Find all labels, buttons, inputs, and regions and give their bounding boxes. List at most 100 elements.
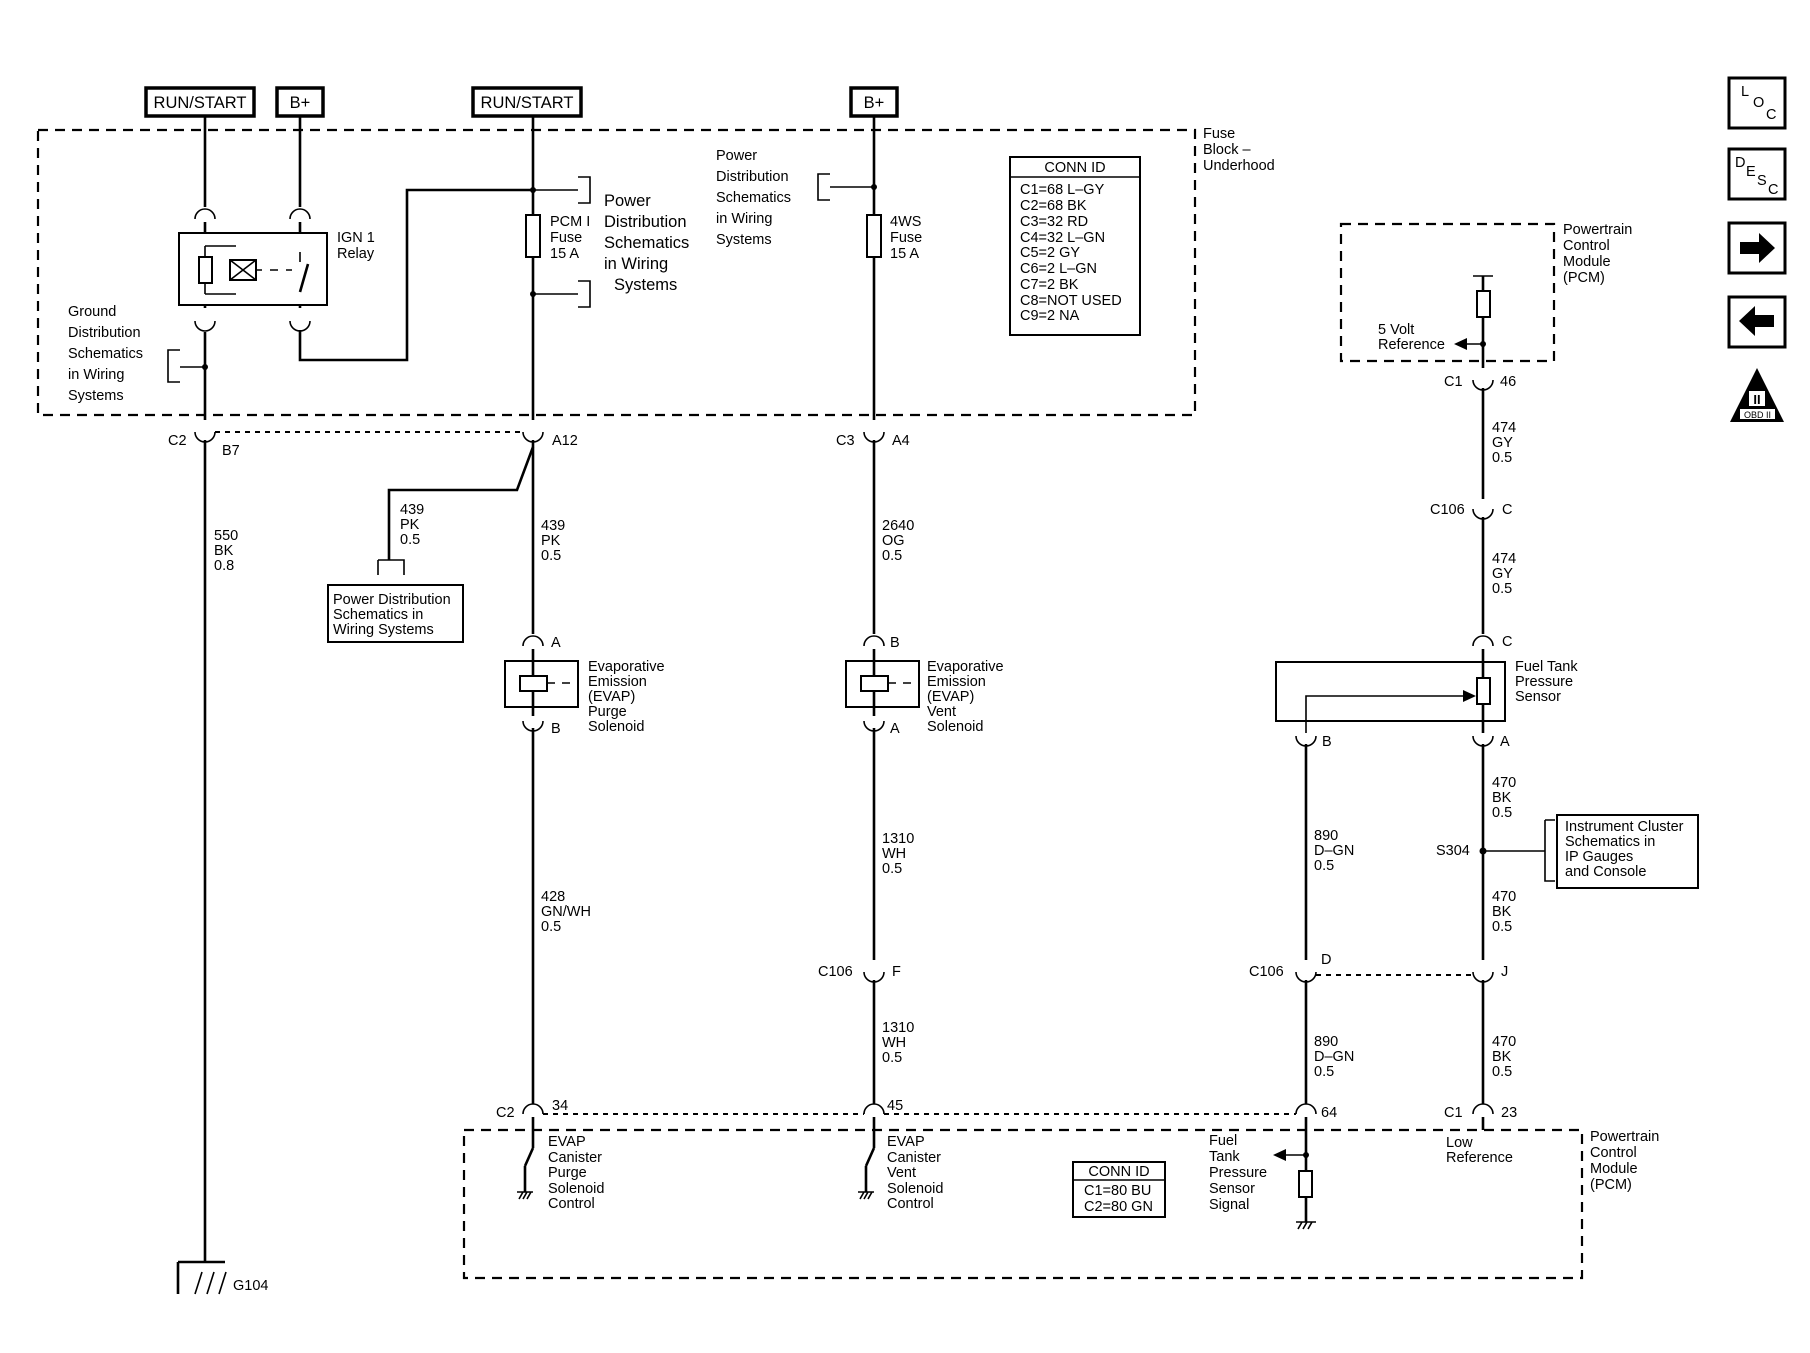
svg-text:OBD II: OBD II [1744,410,1771,420]
fuse-block-boundary [36,128,1197,417]
svg-text:EVAP Canister Purg: EVAP Canister Purge Solenoid Control [548,1134,608,1212]
power-distribution-ref-1: Power Distribution Schematics in Wiring … [604,192,694,294]
svg-text:O: O [1753,95,1764,111]
wire-470-c-label: 470 BK 0.5 [1492,1034,1520,1080]
connector-c2-label: C2 [168,433,187,449]
next-arrow-icon[interactable] [1727,221,1787,275]
loc-icon[interactable]: L O C [1727,76,1787,130]
ground-g104: G104 [176,1232,268,1295]
previous-arrow-icon[interactable] [1727,295,1787,349]
pin-c-sensor: C [1502,634,1512,650]
bplus-source-2: B+ [849,86,899,118]
wire-428-label: 428 GN/WH 0.5 [541,889,595,935]
pin-j-label: J [1501,964,1508,980]
pin-a-vent: A [890,721,900,737]
wire-2640-label: 2640 OG 0.5 [882,518,918,564]
pin-d-label: D [1321,952,1331,968]
svg-text:II: II [1753,392,1760,407]
evap-vent-solenoid: Evaporative Emission (EVAP) Vent Solenoi… [845,649,1008,735]
4ws-fuse-label: 4WS Fuse 15 A [890,214,926,262]
pcm-fuse [525,214,541,258]
svg-text:Power Distribution Schem: Power Distribution Schematics in Wiring … [333,592,455,638]
wire-890-b-label: 890 D–GN 0.5 [1314,1034,1358,1080]
pcm-fuse-label: PCM I Fuse 15 A [550,214,594,262]
pin-b7-label: B7 [222,443,240,459]
svg-text:CONN ID: CONN ID [1044,160,1105,176]
connector-c3-label: C3 [836,433,855,449]
pin-b-sensor: B [1322,734,1332,750]
svg-text:Fuel Tank Pressure: Fuel Tank Pressure Sensor [1515,659,1582,705]
pin-a-purge: A [551,635,561,651]
pin-34-label: 34 [552,1098,568,1114]
fuel-tank-signal-input: Fuel Tank Pressure Sensor Signal [1209,1117,1316,1230]
bplus-source-1: B+ [275,86,325,118]
pin-a12-label: A12 [552,433,578,449]
svg-text:Evaporative Emission: Evaporative Emission (EVAP) Purge Soleno… [588,659,669,735]
fuel-tank-pressure-sensor: Fuel Tank Pressure Sensor [1275,649,1582,733]
wire-550-label: 550 BK 0.8 [214,528,242,574]
connector-c1-bottom: C1 [1444,1105,1463,1121]
wire-470-b-label: 470 BK 0.5 [1492,889,1520,935]
pin-f-label: F [892,964,901,980]
pin-23-label: 23 [1501,1105,1517,1121]
svg-text:Evaporative Emission: Evaporative Emission (EVAP) Vent Solenoi… [927,659,1008,735]
fuse-block-conn-id-table: CONN ID C1=68 L–GY C2=68 BK C3=32 RD C4=… [1009,156,1141,336]
pin-b-purge: B [551,721,561,737]
pcm-top-label: Powertrain Control Module (PCM) [1563,222,1636,286]
svg-text:C1=68 L–GY C2=68 BK: C1=68 L–GY C2=68 BK C3=32 RD C4=32 L–GN … [1020,182,1126,324]
wire-474-a-label: 474 GY 0.5 [1492,420,1520,466]
svg-text:B+: B+ [864,94,885,112]
pin-b-vent: B [890,635,900,651]
wire-474-b-label: 474 GY 0.5 [1492,551,1520,597]
wire-470-a-label: 470 BK 0.5 [1492,775,1520,821]
wire-890-a-label: 890 D–GN 0.5 [1314,828,1358,874]
pin-a4-label: A4 [892,433,910,449]
ground-distribution-ref: Ground Distribution Schematics in Wiring… [68,304,147,404]
run-start-source-1: RUN/START [144,86,256,118]
svg-text:RUN/START: RUN/START [154,94,247,112]
wire-439-side-label: 439 PK 0.5 [400,502,428,548]
svg-text:E: E [1746,164,1756,180]
svg-text:Fuel Tank Pressure: Fuel Tank Pressure Sensor Signal [1209,1133,1271,1213]
svg-text:EVAP Canister Vent: EVAP Canister Vent Solenoid Control [887,1134,947,1212]
svg-text:CONN ID: CONN ID [1088,1164,1149,1180]
pin-46-label: 46 [1500,374,1516,390]
connector-c106-vent: C106 [818,964,853,980]
pcm-top-boundary [1339,222,1556,363]
connector-c2-bottom: C2 [496,1105,515,1121]
pcm-bottom-label: Powertrain Control Module (PCM) [1590,1129,1663,1193]
instrument-cluster-ref-box: Instrument Cluster Schematics in IP Gaug… [1556,814,1699,889]
evap-purge-solenoid: Evaporative Emission (EVAP) Purge Soleno… [504,649,669,735]
wire-439-label: 439 PK 0.5 [541,518,569,564]
purge-control-driver: EVAP Canister Purge Solenoid Control [517,1117,608,1212]
ign1-relay: IGN 1 Relay [178,230,379,306]
five-volt-reference: 5 Volt Reference [1378,322,1445,353]
desc-icon[interactable]: D E S C [1727,147,1787,201]
svg-text:C: C [1766,107,1776,123]
wire-1310-a-label: 1310 WH 0.5 [882,831,918,877]
splice-s304: S304 [1436,843,1470,859]
vent-control-driver: EVAP Canister Vent Solenoid Control [858,1117,947,1212]
fuse-block-label: Fuse Block – Underhood [1203,126,1275,174]
pcm-bottom-boundary [462,1128,1584,1280]
4ws-fuse [866,214,882,258]
pin-64-label: 64 [1321,1105,1337,1121]
svg-text:B+: B+ [290,94,311,112]
power-distribution-box: Power Distribution Schematics in Wiring … [327,584,464,643]
svg-text:RUN/START: RUN/START [481,94,574,112]
pin-c-top: C [1502,502,1512,518]
svg-text:G104: G104 [233,1278,268,1294]
svg-text:S: S [1757,173,1767,189]
svg-text:D: D [1735,155,1745,171]
svg-text:C1=80 BU C2=80 GN: C1=80 BU C2=80 GN [1084,1183,1155,1215]
pcm-conn-id-table: CONN ID C1=80 BU C2=80 GN [1072,1161,1166,1218]
svg-text:Instrument Cluster Schem: Instrument Cluster Schematics in IP Gaug… [1565,819,1688,880]
ign1-relay-label: IGN 1 Relay [337,230,379,262]
low-reference: Low Reference [1446,1135,1513,1166]
svg-text:C: C [1768,182,1778,198]
wire-1310-b-label: 1310 WH 0.5 [882,1020,918,1066]
obd-ii-icon[interactable]: II OBD II [1730,368,1784,422]
connector-c106-top: C106 [1430,502,1465,518]
pin-a-sensor: A [1500,734,1510,750]
